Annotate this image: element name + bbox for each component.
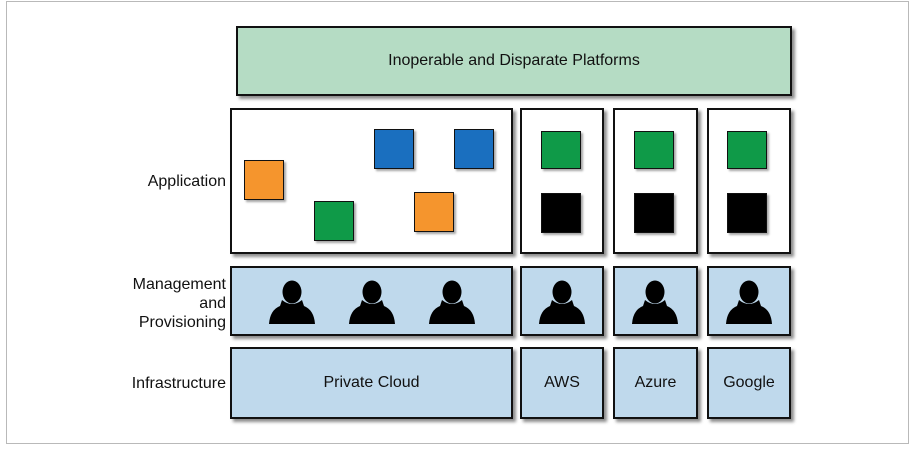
management-label-line1: Management: [132, 276, 226, 293]
google-label: Google: [723, 373, 775, 391]
app-square-orange: [414, 192, 454, 232]
aws-label: AWS: [544, 373, 580, 391]
person-icon: [726, 280, 772, 324]
person-icon: [632, 280, 678, 324]
infra-aws-box: AWS: [520, 347, 604, 419]
application-aws-box: [520, 108, 604, 254]
app-square-blue: [454, 129, 494, 169]
management-label-line2: and: [199, 295, 226, 312]
app-square-blue: [374, 129, 414, 169]
infra-google-box: Google: [707, 347, 791, 419]
app-square-orange: [244, 160, 284, 200]
infra-azure-box: Azure: [613, 347, 698, 419]
person-icon: [349, 280, 395, 324]
private-cloud-label: Private Cloud: [323, 373, 420, 391]
management-label-line3: Provisioning: [138, 314, 226, 331]
management-aws-box: [520, 266, 604, 336]
person-icon: [269, 280, 315, 324]
application-private-box: [230, 108, 513, 254]
app-square-black: [727, 193, 767, 233]
management-row-label: Management and Provisioning: [107, 266, 226, 332]
diagram-frame: Inoperable and Disparate Platforms Appli…: [6, 1, 909, 444]
application-label: Application: [147, 172, 226, 190]
app-square-black: [634, 193, 674, 233]
app-square-black: [541, 193, 581, 233]
application-row-label: Application: [107, 170, 226, 192]
app-square-green: [541, 131, 581, 169]
banner-label: Inoperable and Disparate Platforms: [388, 51, 640, 69]
app-square-green: [634, 131, 674, 169]
infrastructure-label: Infrastructure: [131, 374, 226, 392]
platforms-banner: Inoperable and Disparate Platforms: [236, 26, 792, 96]
app-square-green: [314, 201, 354, 241]
management-azure-box: [613, 266, 698, 336]
infra-private-cloud-box: Private Cloud: [230, 347, 513, 419]
infrastructure-row-label: Infrastructure: [107, 372, 226, 394]
application-azure-box: [613, 108, 698, 254]
application-google-box: [707, 108, 791, 254]
management-private-box: [230, 266, 513, 336]
person-icon: [539, 280, 585, 324]
app-square-green: [727, 131, 767, 169]
management-google-box: [707, 266, 791, 336]
azure-label: Azure: [634, 373, 677, 391]
person-icon: [429, 280, 475, 324]
